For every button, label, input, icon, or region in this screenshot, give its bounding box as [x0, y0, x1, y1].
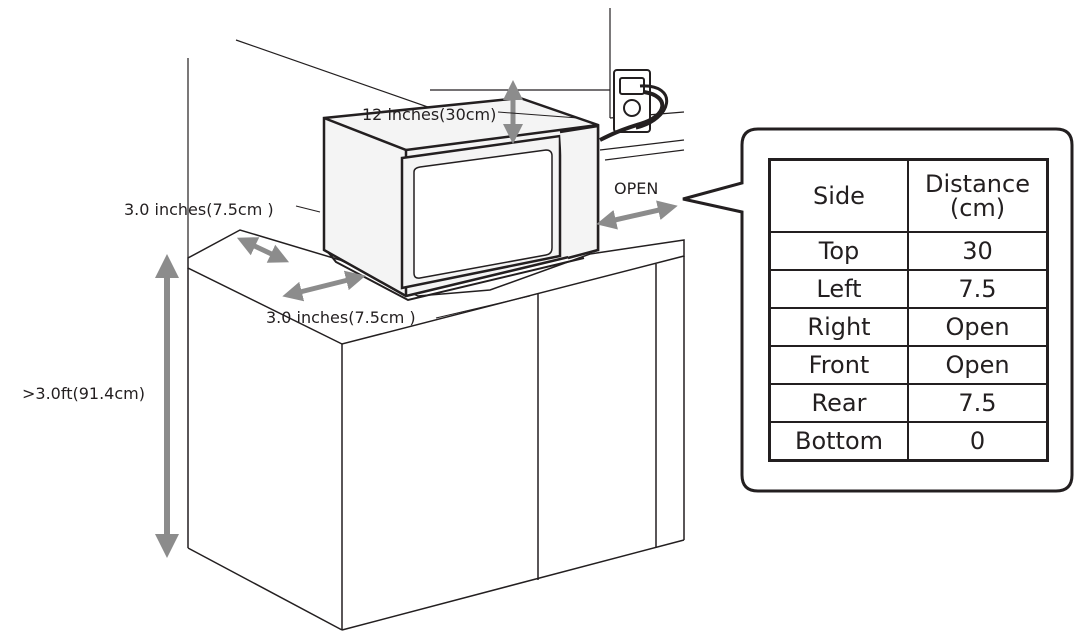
counter-height-label: >3.0ft(91.4cm)	[22, 384, 145, 403]
table-row: Front Open	[768, 345, 1049, 385]
microwave-oven	[322, 96, 600, 302]
left-clearance-label: 3.0 inches(7.5cm )	[124, 200, 274, 219]
clearance-table: Side Distance (cm) Top 30 Left 7.5 Right…	[768, 158, 1049, 462]
top-clearance-label: 12 inches(30cm)	[362, 105, 497, 124]
side-cell: Bottom	[768, 421, 909, 462]
side-cell: Rear	[768, 383, 909, 423]
front-clearance-arrow	[282, 270, 366, 302]
distance-cell: Open	[907, 345, 1049, 385]
side-cell: Left	[768, 269, 909, 309]
right-open-label: OPEN	[614, 179, 659, 198]
distance-cell: 30	[907, 231, 1049, 271]
table-row: Rear 7.5	[768, 383, 1049, 423]
right-clearance-arrow	[596, 200, 678, 230]
dimension-leaders	[295, 111, 579, 319]
distance-header-line1: Distance	[925, 170, 1030, 198]
distance-cell: 0	[907, 421, 1049, 462]
side-cell: Right	[768, 307, 909, 347]
side-cell: Top	[768, 231, 909, 271]
distance-header-line2: (cm)	[949, 194, 1006, 222]
distance-cell: Open	[907, 307, 1049, 347]
table-row: Left 7.5	[768, 269, 1049, 309]
left-clearance-arrow	[236, 237, 290, 263]
front-clearance-label: 3.0 inches(7.5cm )	[266, 308, 416, 327]
table-row: Bottom 0	[768, 421, 1049, 462]
distance-column-header: Distance (cm)	[907, 158, 1049, 233]
table-header-row: Side Distance (cm)	[768, 158, 1049, 233]
clearance-arrows	[155, 80, 678, 558]
side-column-header: Side	[768, 158, 909, 233]
distance-cell: 7.5	[907, 269, 1049, 309]
table-row: Top 30	[768, 231, 1049, 271]
side-cell: Front	[768, 345, 909, 385]
counter-cabinet	[187, 229, 685, 631]
table-row: Right Open	[768, 307, 1049, 347]
wall-outlet	[599, 69, 669, 142]
distance-cell: 7.5	[907, 383, 1049, 423]
